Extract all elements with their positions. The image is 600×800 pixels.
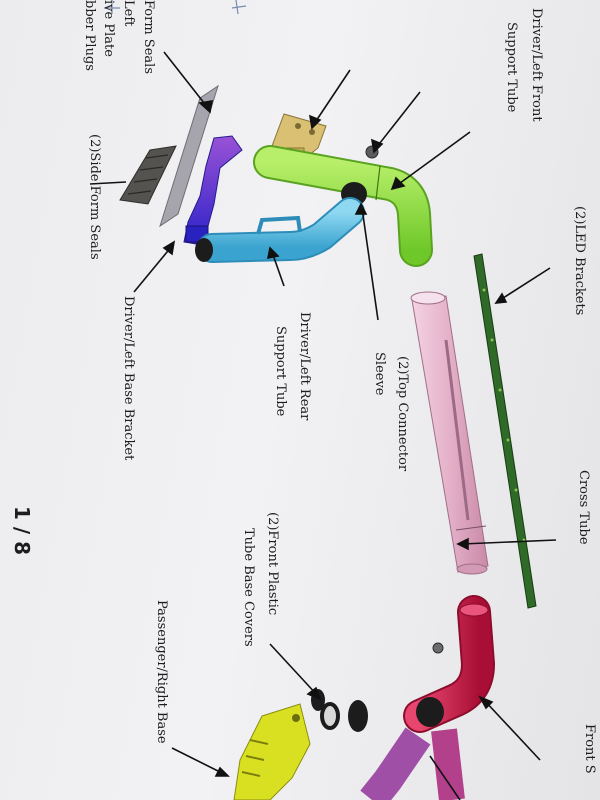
sleeve-label: Sleeve — [372, 352, 387, 396]
top-connector-label: (2)Top Connector — [395, 356, 410, 472]
corner-mark-icon — [104, 0, 247, 15]
drive-plate-label-fragment: ive Plate — [101, 0, 116, 57]
support-tube-label-1: Support Tube — [504, 22, 519, 113]
left-label-fragment: Left — [121, 0, 136, 27]
support-tube-label-2: Support Tube — [273, 326, 288, 417]
led-brackets-label: (2)LED Brackets — [572, 206, 587, 316]
passenger-rear-tube — [360, 727, 431, 800]
driver-left-rear-label: Driver/Left Rear — [297, 312, 312, 421]
passenger-base-bracket — [233, 703, 311, 800]
side-foam-seals-label: (2)Side Form Seals — [87, 134, 102, 260]
cross-tube-label-fragment: Cross Tube — [576, 470, 591, 545]
page-number: 1 / 8 — [10, 506, 34, 556]
tube-base-covers-label: Tube Base Covers — [241, 528, 256, 647]
driver-left-front-label: Driver/Left Front — [529, 8, 544, 122]
leader-lines — [89, 51, 557, 800]
foam-seals-label: Form Seals — [141, 0, 156, 74]
led-bracket — [473, 253, 537, 609]
rubber-plugs-label-fragment: bber Plugs — [82, 0, 97, 71]
front-label-fragment: Front S — [582, 724, 597, 774]
foam-seal-plate — [159, 84, 219, 228]
side-foam-seal — [119, 145, 177, 205]
front-plastic-label: (2)Front Plastic — [265, 512, 280, 616]
driver-left-base-bracket-label: Driver/Left Base Bracket — [121, 296, 136, 461]
cross-tube — [411, 295, 489, 573]
passenger-right-base-label: Passenger/Right Base — [154, 600, 169, 744]
